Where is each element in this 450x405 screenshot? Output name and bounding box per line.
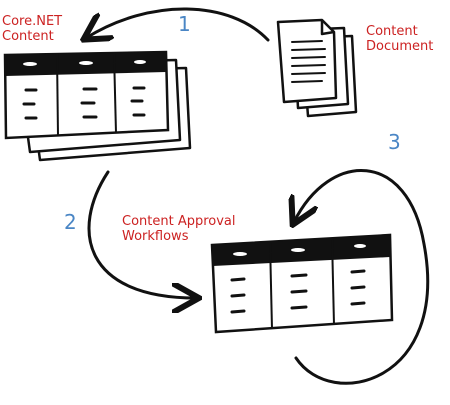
- step-number-2: 2: [64, 210, 77, 234]
- core-net-content-label: Core.NET Content: [2, 14, 62, 44]
- content-approval-workflows-line-1: Content Approval: [122, 214, 236, 229]
- step-number-1: 1: [178, 12, 191, 36]
- content-document-label: Content Document: [366, 24, 433, 54]
- content-approval-workflows-line-2: Workflows: [122, 229, 189, 244]
- core-net-content-line-2: Content: [2, 29, 54, 44]
- core-content-table: [5, 52, 168, 138]
- step-number-3: 3: [388, 130, 401, 154]
- arrow-step-3: [294, 170, 428, 383]
- core-net-content-line-1: Core.NET: [2, 14, 63, 29]
- arrow-step-2: [89, 172, 196, 298]
- arrow-step-1: [86, 9, 268, 40]
- content-approval-workflows-label: Content Approval Workflows: [122, 214, 236, 244]
- content-document-line-2: Document: [366, 39, 434, 54]
- content-document-icon: [278, 20, 356, 116]
- workflow-table: [212, 235, 392, 332]
- content-document-line-1: Content: [366, 24, 418, 39]
